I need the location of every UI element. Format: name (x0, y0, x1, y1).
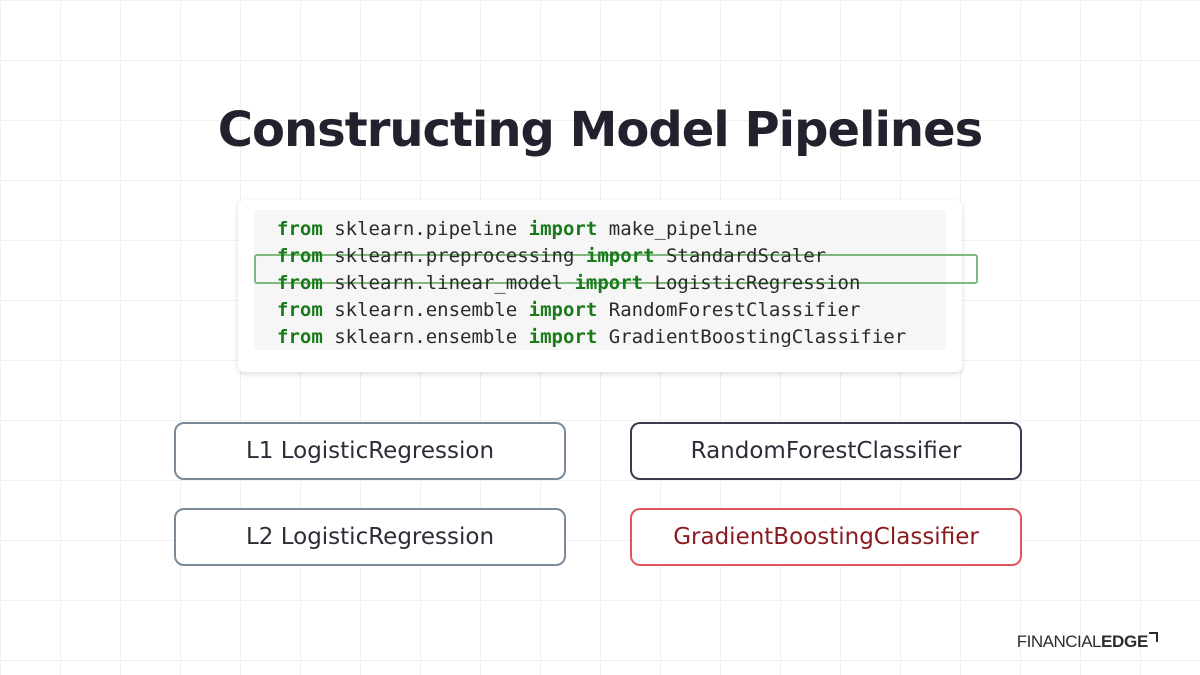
model-label: L2 LogisticRegression (245, 524, 495, 550)
code-line: from sklearn.ensemble import GradientBoo… (277, 324, 906, 351)
logo-corner-mark-icon (1149, 632, 1158, 642)
code-keyword-from: from (277, 218, 323, 240)
code-module: sklearn.linear_model (322, 272, 575, 294)
code-keyword-from: from (277, 326, 323, 348)
highlighted-line-frame (254, 254, 978, 284)
model-card-l2-logistic-regression: L2 LogisticRegression (174, 508, 566, 566)
model-label: GradientBoostingClassifier (673, 524, 979, 550)
model-label: RandomForestClassifier (690, 438, 962, 464)
code-keyword-import: import (528, 299, 598, 321)
code-line: from sklearn.pipeline import make_pipeli… (277, 216, 757, 243)
code-imported-name: GradientBoostingClassifier (597, 326, 907, 348)
code-imported-name: RandomForestClassifier (597, 299, 861, 321)
code-line-highlighted: from sklearn.preprocessing import Standa… (277, 243, 826, 270)
code-line: from sklearn.ensemble import RandomFores… (277, 297, 860, 324)
code-keyword-import: import (574, 272, 644, 294)
code-imported-name: LogisticRegression (643, 272, 861, 294)
code-module: sklearn.pipeline (322, 218, 529, 240)
code-module: sklearn.ensemble (322, 326, 529, 348)
logo-text-financial: FINANCIAL (1016, 632, 1102, 651)
logo-text-edge: EDGE (1101, 632, 1148, 651)
code-keyword-import: import (528, 326, 598, 348)
code-line: from sklearn.linear_model import Logisti… (277, 270, 860, 297)
code-module: sklearn.ensemble (322, 299, 529, 321)
code-module: sklearn.preprocessing (322, 245, 586, 267)
model-card-random-forest: RandomForestClassifier (630, 422, 1022, 480)
code-background: from sklearn.pipeline import make_pipeli… (254, 210, 978, 351)
code-block: from sklearn.pipeline import make_pipeli… (238, 200, 978, 372)
code-keyword-from: from (277, 299, 323, 321)
code-imported-name: StandardScaler (654, 245, 827, 267)
model-card-gradient-boosting: GradientBoostingClassifier (630, 508, 1022, 566)
model-card-l1-logistic-regression: L1 LogisticRegression (174, 422, 566, 480)
code-keyword-from: from (277, 272, 323, 294)
code-keyword-import: import (528, 218, 598, 240)
page-title: Constructing Model Pipelines (217, 102, 983, 158)
code-imported-name: make_pipeline (597, 218, 758, 240)
code-keyword-from: from (277, 245, 323, 267)
code-keyword-import: import (585, 245, 655, 267)
model-label: L1 LogisticRegression (245, 438, 495, 464)
